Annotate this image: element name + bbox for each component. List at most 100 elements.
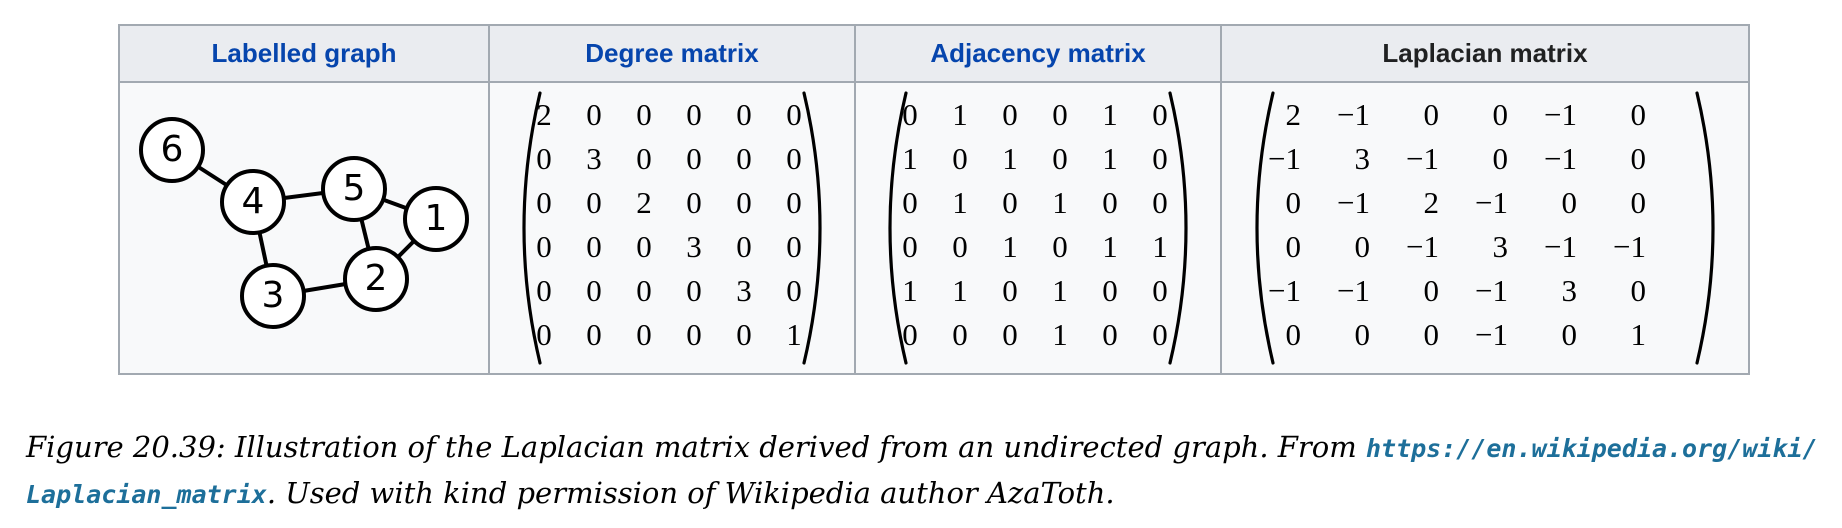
degree-matrix-cell: 0: [736, 229, 752, 264]
laplacian-matrix-cell: 2: [1286, 97, 1302, 132]
adjacency-matrix-cell: 0: [1152, 185, 1168, 220]
laplacian-matrix-cell: −1: [1268, 141, 1301, 176]
adjacency-matrix-cell: 1: [952, 273, 968, 308]
caption-suffix: . Used with kind permission of Wikipedia…: [266, 476, 1115, 510]
laplacian-matrix-cell: 2: [1424, 185, 1440, 220]
laplacian-matrix-cell: −1: [1544, 229, 1577, 264]
figure-table: Labelled graph Degree matrix Adjacency m…: [118, 24, 1750, 375]
laplacian-matrix-cell: 0: [1493, 141, 1509, 176]
laplacian-matrix-cell: 0: [1631, 185, 1647, 220]
degree-matrix-cell: 0: [636, 317, 652, 352]
degree-matrix-cell: 0: [786, 97, 802, 132]
adjacency-matrix-left-paren: [888, 91, 908, 365]
adjacency-matrix-cell: 1: [952, 97, 968, 132]
adjacency-matrix-cell: 0: [952, 317, 968, 352]
laplacian-matrix-cell: 0: [1286, 185, 1302, 220]
adjacency-matrix-cell: 0: [902, 97, 918, 132]
adjacency-matrix-cell: 1: [1052, 317, 1068, 352]
laplacian-matrix-cell: 0: [1286, 229, 1302, 264]
degree-matrix-cell: 0: [686, 97, 702, 132]
adjacency-matrix-cell: 0: [1102, 185, 1118, 220]
graph-node-3: 3: [240, 263, 306, 329]
degree-matrix-cell: 0: [686, 141, 702, 176]
degree-matrix-cell: 0: [536, 229, 552, 264]
header-degree-matrix[interactable]: Degree matrix: [488, 24, 856, 83]
adjacency-matrix-cell: 0: [1152, 273, 1168, 308]
degree-matrix-cell: 0: [736, 141, 752, 176]
adjacency-matrix-cell: 1: [1102, 141, 1118, 176]
laplacian-matrix-cell: 0: [1424, 317, 1440, 352]
graph-node-1: 1: [403, 186, 469, 252]
adjacency-matrix-cell: 0: [1102, 317, 1118, 352]
laplacian-matrix-cell: −1: [1406, 229, 1439, 264]
degree-matrix-cell: 0: [686, 273, 702, 308]
laplacian-matrix-cell: 3: [1562, 273, 1578, 308]
degree-matrix-cell: 3: [686, 229, 702, 264]
laplacian-matrix-cell: 0: [1355, 229, 1371, 264]
graph-node-4: 4: [220, 169, 286, 235]
graph-node-circle: [403, 186, 469, 252]
degree-matrix-cell: 0: [686, 185, 702, 220]
laplacian-matrix-cell: −1: [1268, 273, 1301, 308]
graph-node-5: 5: [321, 156, 387, 222]
degree-matrix-left-paren: [522, 91, 542, 365]
degree-matrix-cell: 1: [786, 317, 802, 352]
degree-matrix-cell: 0: [536, 141, 552, 176]
laplacian-matrix-cell: −1: [1475, 185, 1508, 220]
caption-url[interactable]: https://en.wikipedia.org/wiki/Laplacian_…: [26, 434, 1818, 509]
adjacency-matrix-cell: 1: [952, 185, 968, 220]
graph-node-label: 3: [262, 275, 285, 316]
laplacian-matrix-cell: 0: [1493, 97, 1509, 132]
adjacency-matrix-cell: 0: [952, 141, 968, 176]
degree-matrix-cell: 0: [586, 97, 602, 132]
adjacency-matrix-cell: 1: [1052, 185, 1068, 220]
degree-matrix-cell: 0: [536, 273, 552, 308]
graph-node-circle: [321, 156, 387, 222]
laplacian-matrix-cell: 0: [1562, 185, 1578, 220]
graph-node-circle: [343, 246, 409, 312]
laplacian-matrix-cell: 3: [1355, 141, 1371, 176]
header-labelled-graph[interactable]: Labelled graph: [118, 24, 490, 83]
adjacency-matrix-cell: 0: [1052, 141, 1068, 176]
degree-matrix-cell: 0: [736, 97, 752, 132]
degree-matrix-cell: 0: [786, 141, 802, 176]
adjacency-matrix-cell: 1: [1102, 97, 1118, 132]
degree-matrix-cell: 0: [536, 317, 552, 352]
graph-node-label: 1: [425, 198, 448, 239]
laplacian-matrix-cell: −1: [1475, 273, 1508, 308]
laplacian-matrix-cell: 1: [1631, 317, 1647, 352]
degree-matrix-cell: 0: [786, 229, 802, 264]
degree-matrix-cell: 0: [586, 317, 602, 352]
adjacency-matrix-cell: 0: [1002, 185, 1018, 220]
degree-matrix-cell: 0: [736, 185, 752, 220]
laplacian-matrix-cell: −1: [1337, 97, 1370, 132]
degree-matrix-cell: 0: [636, 97, 652, 132]
laplacian-matrix-cell: 0: [1424, 97, 1440, 132]
laplacian-matrix-cell: −1: [1544, 141, 1577, 176]
header-adjacency-matrix[interactable]: Adjacency matrix: [854, 24, 1222, 83]
adjacency-matrix-cell: 1: [1002, 229, 1018, 264]
degree-matrix-cell: 0: [586, 229, 602, 264]
graph-node-label: 6: [161, 129, 184, 170]
degree-matrix-cell: 3: [736, 273, 752, 308]
graph-node-circle: [220, 169, 286, 235]
adjacency-matrix-cell: 0: [1052, 229, 1068, 264]
laplacian-matrix-cell: 0: [1631, 141, 1647, 176]
graph-node-2: 2: [343, 246, 409, 312]
adjacency-matrix-cell: 1: [902, 273, 918, 308]
adjacency-matrix-cell: 0: [1002, 97, 1018, 132]
adjacency-matrix-cell: 1: [902, 141, 918, 176]
adjacency-matrix-cell: 0: [1002, 317, 1018, 352]
degree-matrix-cell: 0: [586, 185, 602, 220]
adjacency-matrix-right-paren: [1168, 91, 1188, 365]
graph-node-circle: [139, 117, 205, 183]
adjacency-matrix-cell: 0: [1052, 97, 1068, 132]
degree-matrix-cell: 2: [636, 185, 652, 220]
